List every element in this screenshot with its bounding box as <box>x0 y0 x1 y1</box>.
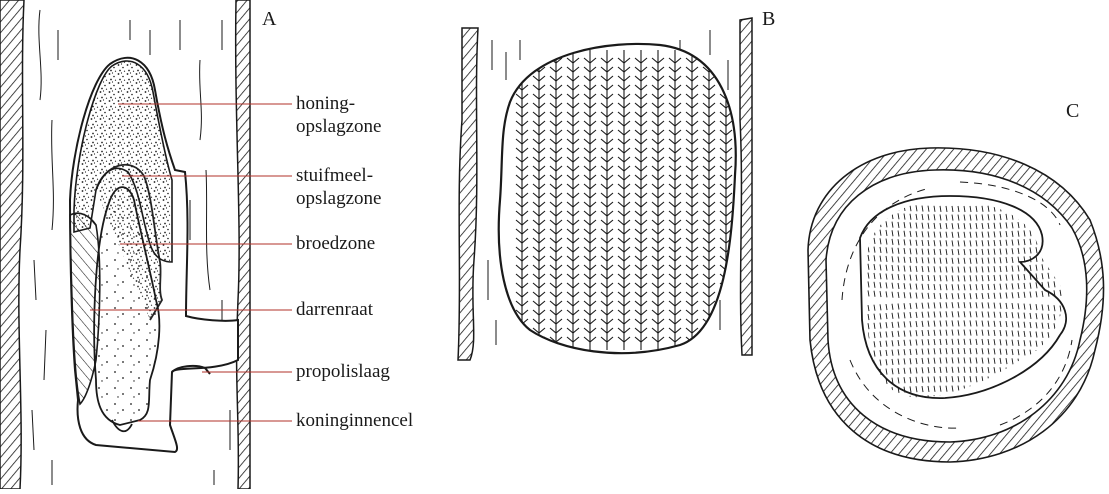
callout-pollen-storage: stuifmeel- opslagzone <box>296 164 381 210</box>
callout-honey-line1: honing- <box>296 92 381 115</box>
callout-honey-line2: opslagzone <box>296 115 381 138</box>
callout-brood-zone: broedzone <box>296 232 375 255</box>
callout-queen-cell: koninginnencel <box>296 409 413 432</box>
callout-drone-comb: darrenraat <box>296 298 373 321</box>
panel-a-label: A <box>262 8 276 31</box>
callout-drone-line1: darrenraat <box>296 298 373 321</box>
callout-brood-line1: broedzone <box>296 232 375 255</box>
callout-pollen-line1: stuifmeel- <box>296 164 381 187</box>
panel-c-drawing <box>808 148 1104 462</box>
callout-honey-storage: honing- opslagzone <box>296 92 381 138</box>
panel-b-drawing <box>458 18 752 360</box>
callout-pollen-line2: opslagzone <box>296 187 381 210</box>
callout-queen-line1: koninginnencel <box>296 409 413 432</box>
panel-b-label: B <box>762 8 775 31</box>
panel-c-label: C <box>1066 100 1079 123</box>
callout-propolis-line1: propolislaag <box>296 360 390 383</box>
callout-propolis-layer: propolislaag <box>296 360 390 383</box>
